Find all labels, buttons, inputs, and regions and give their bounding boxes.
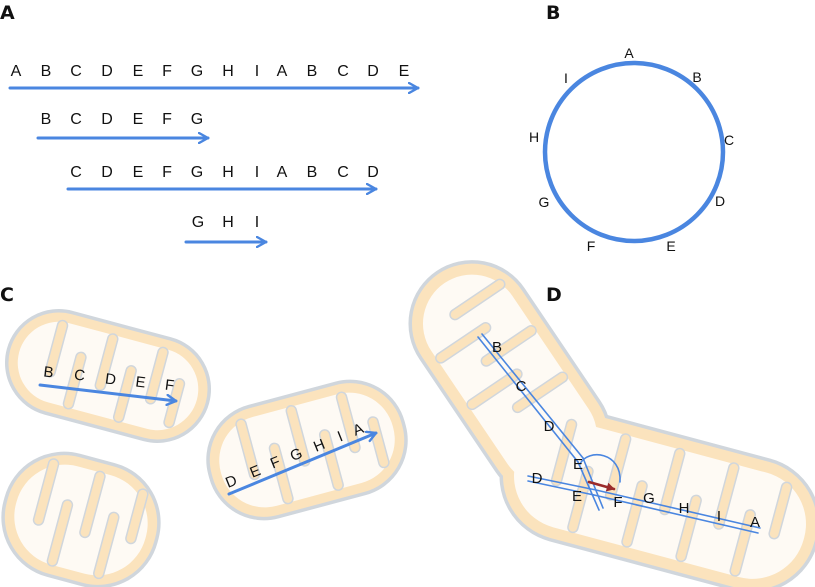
mitochondrion-2 [206, 379, 408, 521]
sequence-letter: A [277, 63, 288, 80]
sequence-letter: D [367, 63, 379, 80]
panel-a-label: A [0, 2, 15, 24]
mito1-dna: B C D E F [38, 363, 178, 401]
sequence-letter: H [222, 214, 234, 231]
genome-letter: E [666, 238, 675, 254]
dna-letter: D [544, 418, 555, 435]
mitochondrion-3 [1, 451, 161, 587]
dna-letter: H [679, 500, 690, 517]
d-loop [579, 453, 621, 483]
sequence-letter: A [11, 63, 22, 80]
genome-letter: G [539, 194, 550, 210]
dna-strand [595, 489, 761, 529]
sequence-letter: I [255, 214, 259, 231]
panel-c: C [0, 284, 408, 587]
dna-letter: E [573, 456, 583, 473]
genome-letter: A [624, 45, 634, 61]
genome-letter: D [715, 193, 725, 209]
sequence-letter: I [255, 164, 259, 181]
dna-letter: I [717, 508, 721, 525]
strand-invasion-arrow [587, 480, 616, 492]
genome-letter: B [692, 69, 701, 85]
panel-b-label: B [546, 2, 560, 24]
sequence-row-1: A B C D E F G H I A B C D E [8, 63, 420, 88]
panel-b: B A B C D E F G H I [529, 2, 734, 254]
dna-letters: B C D E D E F G H I A [492, 339, 760, 531]
dna-strand [481, 333, 584, 459]
sequence-letter: B [41, 63, 52, 80]
sequence-letter: H [222, 63, 234, 80]
genome-letter: C [724, 132, 734, 148]
dna-strand [477, 336, 579, 463]
mitochondrion-1 [4, 309, 212, 443]
sequence-letter: D [101, 63, 113, 80]
panel-c-label: C [0, 284, 14, 306]
mtdna-letter: D [104, 370, 117, 388]
genome-letter: I [564, 70, 568, 86]
genome-letter: F [587, 238, 596, 254]
mtdna-arrow [227, 433, 378, 496]
sequence-letter: F [162, 164, 172, 181]
sequence-letter: D [101, 111, 113, 128]
dna-letter: G [643, 490, 655, 507]
dna-strand [593, 494, 759, 534]
sequence-letter: G [191, 111, 203, 128]
fused-mitochondria [408, 260, 815, 587]
sequence-letter: E [399, 63, 410, 80]
sequence-letter: B [307, 63, 318, 80]
sequence-letter: C [70, 63, 82, 80]
sequence-letter: F [162, 63, 172, 80]
genome-letter: H [529, 129, 539, 145]
sequence-letter: C [70, 111, 82, 128]
sequence-row-3: C D E F G H I A B C D [66, 164, 379, 189]
sequence-letter: B [41, 111, 52, 128]
sequence-letter: G [192, 214, 204, 231]
sequence-letter: C [337, 164, 349, 181]
panel-a: A A B C D E F G H I A B C D E B C D E F … [0, 2, 420, 242]
dna-strand [527, 475, 597, 491]
recombining-dna [477, 333, 761, 534]
sequence-letter: G [191, 164, 203, 181]
panel-d-label: D [546, 284, 562, 306]
dna-letter: C [516, 378, 527, 395]
sequence-letter: C [70, 164, 82, 181]
dna-letter: F [613, 494, 622, 511]
sequence-letter: A [277, 164, 288, 181]
dna-letter: D [532, 470, 543, 487]
dna-strand [527, 480, 595, 496]
sequence-row-4: G H I [184, 214, 268, 242]
sequence-letter: B [307, 164, 318, 181]
sequence-letter: C [337, 63, 349, 80]
mtdna-letter: B [43, 363, 55, 381]
dna-letter: A [750, 514, 760, 531]
mtdna-letter: C [73, 366, 86, 384]
sequence-letter: H [222, 164, 234, 181]
mtdna-letter: I [335, 428, 345, 445]
dna-letter: E [572, 488, 582, 505]
dna-strand [577, 461, 600, 511]
sequence-letter: E [133, 63, 144, 80]
sequence-letter: E [133, 164, 144, 181]
sequence-row-2: B C D E F G [36, 111, 210, 138]
sequence-letter: E [133, 111, 144, 128]
mtdna-arrow [38, 383, 178, 401]
panel-d: D [408, 260, 815, 587]
sequence-letter: I [255, 63, 259, 80]
mtdna-letter: E [135, 373, 147, 391]
sequence-letter: D [101, 164, 113, 181]
sequence-letter: F [162, 111, 172, 128]
sequence-letter: G [191, 63, 203, 80]
mtdna-letter: F [164, 377, 175, 395]
circular-genome [542, 60, 726, 244]
sequence-letter: D [367, 164, 379, 181]
dna-letter: B [492, 339, 502, 356]
